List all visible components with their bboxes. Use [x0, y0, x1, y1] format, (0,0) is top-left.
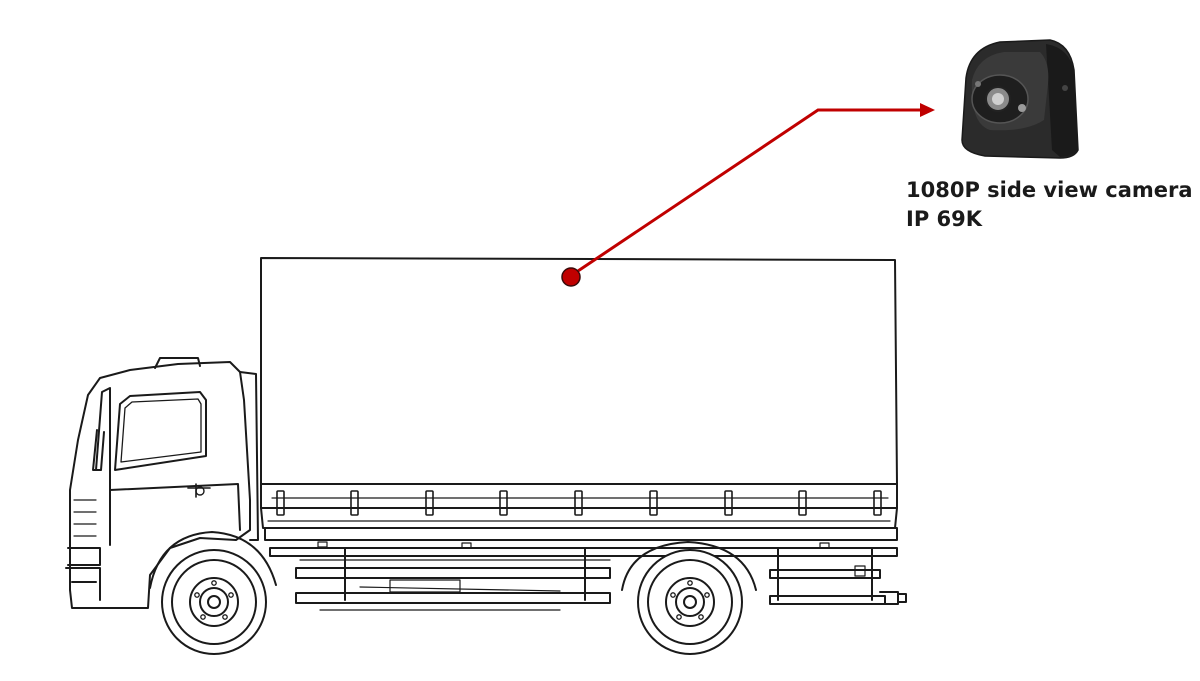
- tarp-straps: [276, 490, 882, 516]
- front-wheel-arch: [149, 531, 277, 589]
- cargo-tarp: [260, 257, 898, 485]
- chassis-frame: [264, 527, 907, 611]
- callout-leader-line: [571, 108, 922, 277]
- camera-callout: [561, 103, 935, 287]
- mount-point-marker: [561, 267, 581, 287]
- camera-caption: 1080P side view camera IP 69K: [906, 176, 1193, 234]
- tarp-band: [260, 483, 898, 529]
- side-view-camera-icon: [961, 39, 1079, 159]
- camera-name-label: 1080P side view camera: [906, 178, 1193, 202]
- truck-cab: [65, 357, 259, 609]
- callout-arrowhead: [920, 103, 935, 117]
- rear-wheel: [637, 549, 743, 655]
- truck-illustration: [65, 257, 907, 655]
- front-wheel: [161, 549, 267, 655]
- camera-rating-label: IP 69K: [906, 207, 983, 231]
- rear-wheel-arch: [621, 541, 757, 591]
